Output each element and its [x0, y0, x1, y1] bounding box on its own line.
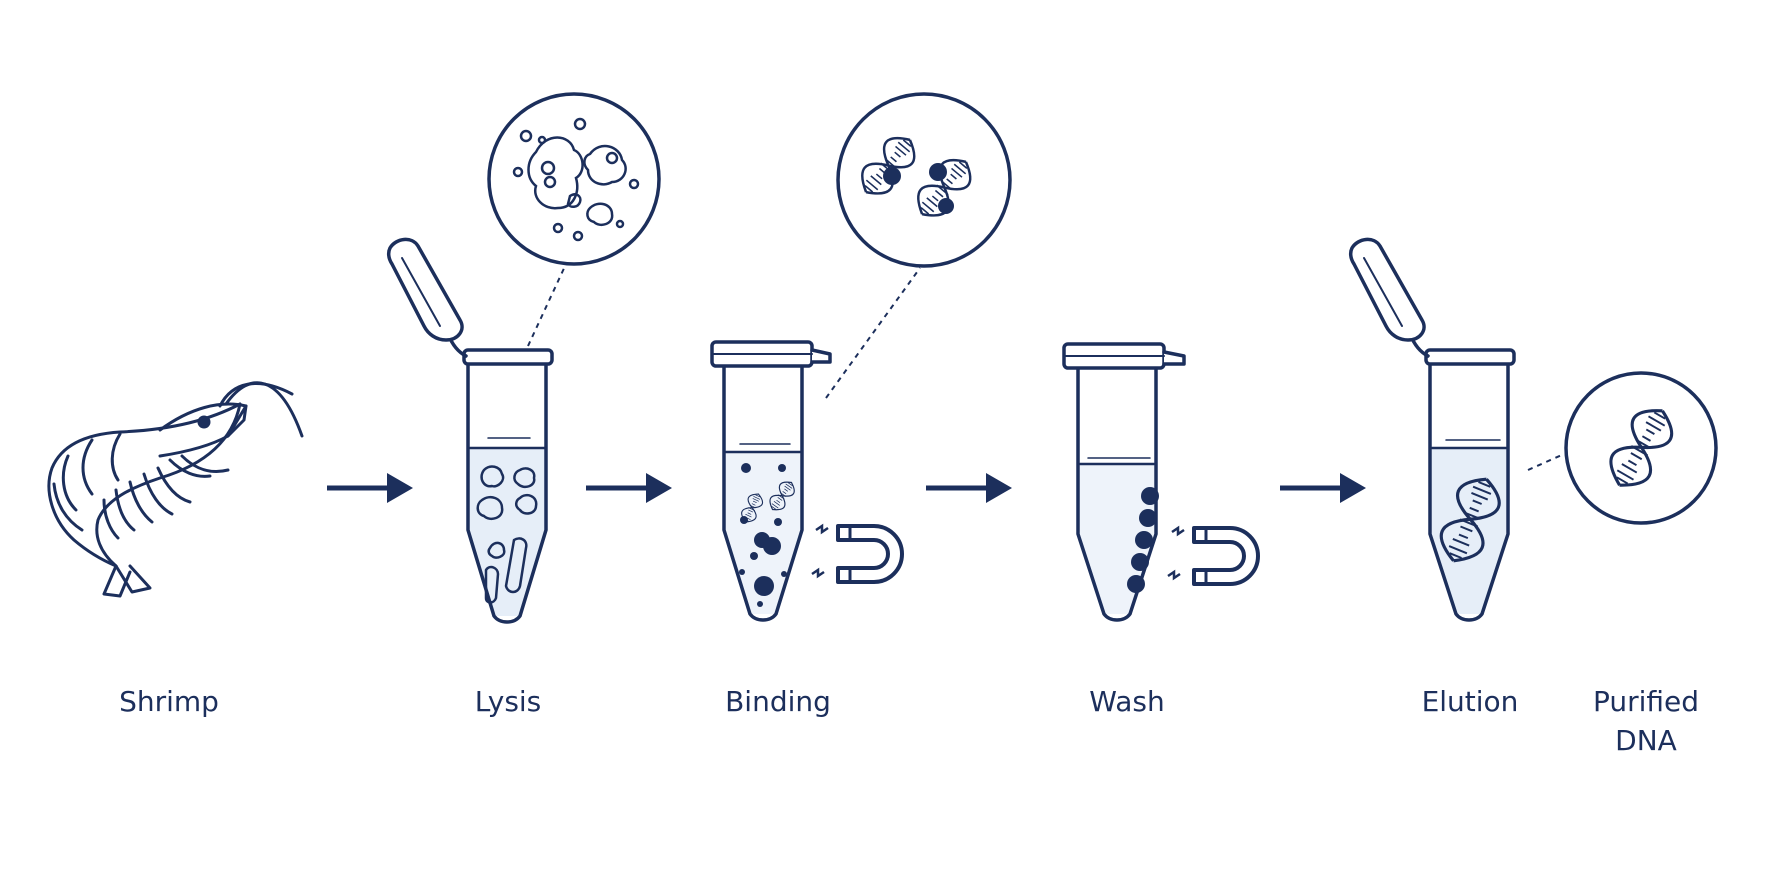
magnifier-circle-icon — [487, 92, 661, 347]
magnet-icon — [1166, 526, 1260, 586]
step-label-lysis: Lysis — [474, 685, 542, 718]
magnifier-circle-icon — [825, 92, 1012, 399]
arrow-right-icon — [327, 473, 413, 503]
step-label-shrimp: Shrimp — [119, 685, 219, 718]
step-label-binding: Binding — [725, 685, 831, 718]
step-label-elution: Elution — [1421, 685, 1519, 718]
purified-label-line2: DNA — [1615, 724, 1677, 757]
magnifier-circle-icon — [1527, 371, 1718, 525]
step-label-purified-dna: Purified DNA — [1541, 682, 1751, 760]
arrow-right-icon — [1280, 473, 1366, 503]
open-tube-icon — [1348, 237, 1516, 622]
closed-tube-icon — [1062, 342, 1186, 622]
step-label-wash: Wash — [1089, 685, 1165, 718]
shrimp-icon — [47, 381, 304, 598]
open-tube-icon — [386, 237, 554, 624]
arrow-right-icon — [586, 473, 672, 503]
purified-label-line1: Purified — [1592, 685, 1700, 718]
closed-tube-icon — [710, 340, 832, 622]
arrow-right-icon — [926, 473, 1012, 503]
magnet-icon — [810, 524, 904, 584]
